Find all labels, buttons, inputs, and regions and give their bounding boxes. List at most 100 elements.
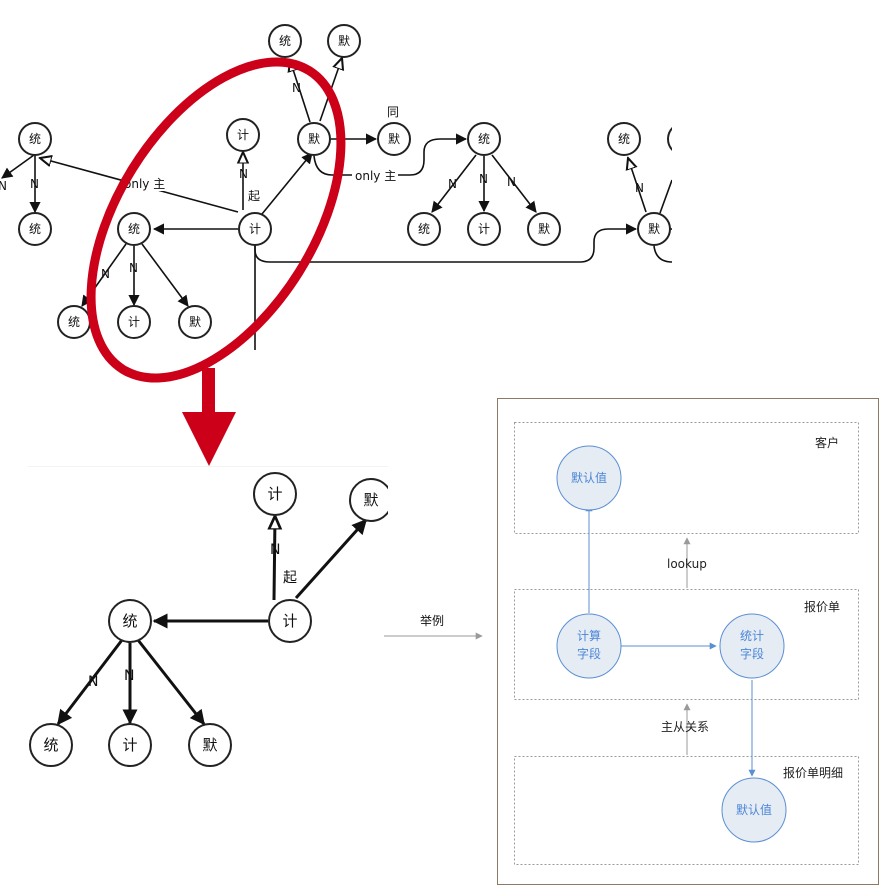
lookup-label: lookup: [667, 557, 707, 571]
calc-field-node: 计算 字段: [556, 613, 622, 679]
edge-tongr-mor1: [491, 154, 537, 213]
node-mo-r1: 默: [527, 212, 561, 246]
svg-text:默: 默: [388, 131, 400, 146]
top-edge-labels: N N only 主 N 起 N 同 only 主 N N N N N N: [0, 81, 644, 281]
node-mo-far: 默: [637, 212, 671, 246]
node-tongL-c: 统: [18, 212, 52, 246]
svg-text:统: 统: [122, 612, 137, 630]
top-edges: [1, 58, 672, 350]
svg-text:统: 统: [478, 132, 490, 146]
label-only-right: only 主: [355, 169, 396, 183]
detail-default-node: 默认值: [721, 777, 787, 843]
svg-text:计: 计: [282, 612, 297, 630]
label-bg-only-right: [352, 167, 398, 183]
zoom-labels: N 起 N N: [88, 542, 297, 690]
svg-text:字段: 字段: [740, 646, 764, 661]
svg-text:计: 计: [478, 222, 490, 236]
svg-text:默: 默: [202, 736, 217, 754]
label-n-tongtop: N: [292, 81, 301, 95]
node-tong-r: 统: [467, 122, 501, 156]
svg-text:默: 默: [363, 491, 378, 509]
svg-text:默认值: 默认值: [736, 802, 772, 817]
detail-title: 报价单明细: [783, 765, 843, 780]
node-mo-mid: 默: [297, 122, 331, 156]
svg-text:统: 统: [29, 132, 41, 146]
svg-text:统: 统: [418, 222, 430, 236]
example-label: 举例: [420, 614, 444, 628]
svg-text:默: 默: [308, 131, 320, 146]
label-qi: 起: [248, 189, 260, 203]
znode-tong-b: 统: [29, 723, 73, 767]
label-only-left: only 主: [124, 177, 165, 191]
zoom-nodes: 计 默 统 计 统 计 默: [29, 472, 388, 767]
edge-tongr-tongr1: [431, 154, 477, 213]
zedge-ji-jitop: [274, 516, 275, 601]
label-n-left-stub: N: [0, 179, 7, 193]
svg-text:默认值: 默认值: [571, 470, 607, 485]
label-tong: 同: [387, 105, 399, 119]
master-label: 主从关系: [661, 720, 709, 734]
label-n-jitop: N: [239, 167, 248, 181]
edge-mofar-tongfar: [628, 158, 647, 213]
svg-text:字段: 字段: [577, 646, 601, 661]
node-tong-far: 统: [607, 122, 641, 156]
label-n-tongL: N: [30, 177, 39, 191]
label-n-jir1: N: [479, 172, 488, 186]
zlabel-n-mid: N: [124, 668, 134, 684]
top-graph: N N only 主 N 起 N 同 only 主 N N N N N N 统 …: [0, 24, 672, 350]
customer-default-node: 默认值: [556, 445, 622, 511]
edge-center-mofar: [254, 223, 638, 263]
edge-center-momid: [261, 152, 313, 215]
node-ji-b1: 计: [117, 305, 151, 339]
znode-tong: 统: [108, 599, 152, 643]
edge-tongmid-mob1: [141, 243, 189, 307]
node-ji-r1: 计: [467, 212, 501, 246]
quote-box: [514, 589, 859, 700]
svg-text:计: 计: [122, 736, 137, 754]
znode-ji-top: 计: [253, 472, 297, 516]
svg-text:计算: 计算: [577, 628, 601, 643]
svg-text:统: 统: [43, 736, 58, 754]
node-tong-top: 统: [268, 24, 302, 58]
highlight: [86, 57, 346, 466]
zedge-tong-mob: [136, 639, 206, 726]
zoom-edges: [56, 516, 368, 726]
node-tong-mid: 统: [117, 212, 151, 246]
customer-box: [514, 422, 859, 534]
znode-ji-b: 计: [108, 723, 152, 767]
svg-text:统: 统: [128, 222, 140, 236]
edge-momid-tongtop: [290, 60, 311, 123]
zedge-ji-motop: [294, 518, 368, 600]
top-nodes: 统 统 计 默 统 默 统 计 统 计 默 默 统 统 计 默 统 默: [18, 24, 672, 339]
label-n-tongfar: N: [635, 181, 644, 195]
svg-text:默: 默: [648, 221, 660, 236]
edge-momid-tongr: [313, 133, 468, 176]
node-mo-tong: 默: [377, 122, 411, 156]
svg-text:计: 计: [267, 485, 282, 503]
svg-text:计: 计: [237, 128, 249, 142]
highlight-arrow-shaft: [202, 368, 215, 416]
node-mo-top: 默: [327, 24, 361, 58]
svg-text:统: 统: [618, 132, 630, 146]
znode-mo-b: 默: [188, 723, 232, 767]
label-n-mor1: N: [507, 175, 516, 189]
node-tongL: 统: [18, 122, 52, 156]
svg-text:统计: 统计: [740, 629, 764, 643]
svg-text:统: 统: [68, 315, 80, 329]
stat-field-node: 统计 字段: [719, 613, 785, 679]
zlabel-qi: 起: [283, 570, 297, 586]
svg-text:统: 统: [29, 222, 41, 236]
label-n-tongb1: N: [101, 267, 110, 281]
zoom-graph: N 起 N N 计 默 统 计 统 计 默: [28, 466, 388, 767]
svg-text:计: 计: [128, 315, 140, 329]
label-n-tongr1: N: [448, 177, 457, 191]
customer-title: 客户: [815, 435, 839, 450]
label-bg-only-left: [122, 175, 166, 191]
detail-box: [514, 756, 859, 865]
node-ji-center: 计: [238, 212, 272, 246]
label-n-jib1: N: [129, 261, 138, 275]
zlabel-n-left: N: [88, 674, 98, 690]
edge-left-stub: [1, 154, 35, 179]
znode-ji: 计: [268, 599, 312, 643]
